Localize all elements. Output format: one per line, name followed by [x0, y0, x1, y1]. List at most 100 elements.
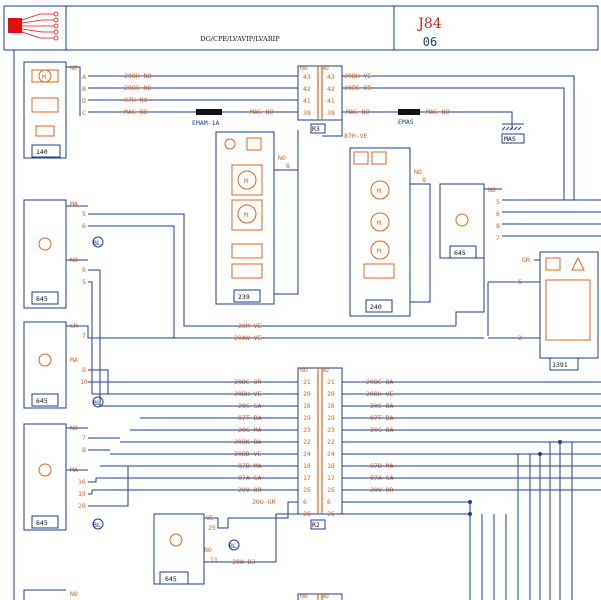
svg-text:NO: NO	[278, 154, 286, 162]
svg-text:M: M	[244, 177, 248, 185]
svg-text:18: 18	[303, 462, 311, 470]
svg-text:19: 19	[327, 414, 335, 422]
svg-text:20BH-NO: 20BH-NO	[124, 72, 151, 80]
svg-text:41: 41	[327, 97, 335, 105]
svg-text:D: D	[82, 97, 86, 105]
svg-text:20BC-NO: 20BC-NO	[124, 84, 151, 92]
reference-text: DG/CPE/LVAVIP/LVARIP	[200, 35, 280, 43]
svg-text:M: M	[377, 187, 381, 195]
component-140-label: 140	[36, 148, 48, 156]
bl-marker-1: BL	[93, 239, 101, 247]
svg-text:16: 16	[327, 402, 335, 410]
component-645-d-label: 645	[36, 519, 48, 527]
emam-1a-label: EMAM-1A	[192, 119, 219, 127]
svg-text:8: 8	[286, 162, 290, 170]
svg-text:A: A	[82, 73, 86, 81]
svg-text:M: M	[42, 73, 46, 81]
svg-text:8: 8	[422, 176, 426, 184]
svg-text:6: 6	[82, 222, 86, 230]
svg-text:7: 7	[82, 332, 86, 340]
bl-marker-2: BL	[93, 399, 101, 407]
bl-marker-4: BL	[229, 542, 237, 550]
wires-r3-right: 20BH-VE 20BC-OR MAS-NO MAS-NO EMAS MAS 8…	[322, 72, 601, 201]
connector-r-bottom: NO NO	[297, 592, 343, 600]
component-1391-label: 1391	[552, 361, 568, 369]
svg-text:B: B	[82, 85, 86, 93]
component-1391[interactable]: 1391 GR 5 2	[487, 251, 599, 371]
svg-text:NO: NO	[300, 64, 308, 72]
svg-text:8: 8	[496, 222, 500, 230]
svg-text:17: 17	[303, 474, 311, 482]
svg-text:20M-VE: 20M-VE	[238, 322, 262, 330]
svg-text:NO: NO	[70, 64, 78, 72]
svg-text:22: 22	[303, 438, 311, 446]
svg-text:NO: NO	[300, 592, 308, 600]
svg-text:MAS-NO: MAS-NO	[426, 108, 450, 116]
component-645-e-label: 645	[165, 575, 177, 583]
svg-text:NO: NO	[488, 186, 496, 194]
svg-text:5: 5	[82, 210, 86, 218]
sheet-number: 06	[423, 35, 437, 49]
svg-text:19: 19	[78, 490, 86, 498]
component-645-a[interactable]: 645 NO 5 6 8 7	[439, 183, 601, 259]
component-645-a-label: 645	[454, 249, 466, 257]
svg-text:11: 11	[210, 556, 218, 564]
svg-text:20BH-VE: 20BH-VE	[344, 72, 371, 80]
svg-text:NO: NO	[414, 168, 422, 176]
svg-text:NO: NO	[300, 366, 308, 374]
svg-text:20: 20	[78, 502, 86, 510]
svg-text:19: 19	[303, 414, 311, 422]
svg-text:25: 25	[303, 486, 311, 494]
svg-text:6: 6	[327, 498, 331, 506]
svg-text:21: 21	[303, 378, 311, 386]
svg-text:20: 20	[303, 390, 311, 398]
r2-label: R2	[312, 521, 320, 529]
component-645-f[interactable]: NO	[23, 589, 78, 600]
svg-text:26: 26	[327, 510, 335, 518]
svg-text:87H-VE: 87H-VE	[344, 132, 368, 140]
title-block: DG/CPE/LVAVIP/LVARIP J84 06	[3, 5, 599, 51]
svg-text:5: 5	[82, 278, 86, 286]
component-240-label: 240	[370, 303, 382, 311]
svg-text:5: 5	[496, 198, 500, 206]
svg-text:43: 43	[327, 73, 335, 81]
wires-20m-20aw: 20M-VE 20AW-VE	[234, 222, 485, 342]
mas-ground-label: MAS	[504, 135, 516, 143]
svg-text:MA: MA	[70, 200, 78, 208]
svg-text:23: 23	[303, 426, 311, 434]
svg-text:24: 24	[327, 450, 335, 458]
svg-text:6: 6	[303, 498, 307, 506]
svg-text:41: 41	[303, 97, 311, 105]
component-239[interactable]: M M 239 NO8	[215, 130, 299, 305]
connector-logo-icon	[8, 18, 22, 33]
svg-text:39: 39	[303, 109, 311, 117]
svg-text:NO: NO	[321, 592, 329, 600]
svg-text:39: 39	[327, 109, 335, 117]
svg-text:16: 16	[78, 478, 86, 486]
component-240[interactable]: M M M 240 NO8	[349, 147, 431, 317]
svg-text:42: 42	[303, 85, 311, 93]
wires-140-r3: 20BH-NO 20BC-NO 87H-NO MAS-NO EMAM-1A MA…	[66, 66, 298, 127]
svg-text:M: M	[244, 211, 248, 219]
svg-text:25: 25	[327, 486, 335, 494]
svg-text:6: 6	[496, 210, 500, 218]
svg-text:MAS-NO: MAS-NO	[250, 108, 274, 116]
svg-text:MAS-NO: MAS-NO	[346, 108, 370, 116]
r3-label: R3	[312, 125, 320, 133]
svg-text:21: 21	[327, 378, 335, 386]
svg-text:20BC-OR: 20BC-OR	[344, 84, 371, 92]
wires-out-r2: 20BC-BA 20BH-VE 20S-BA 87T-BA 20G-BA 87B…	[342, 378, 601, 600]
component-140[interactable]: M 140 NO AB DC	[23, 61, 86, 159]
svg-text:7: 7	[496, 234, 500, 242]
svg-text:C: C	[82, 109, 86, 117]
emas-label: EMAS	[398, 118, 414, 126]
svg-text:26: 26	[303, 510, 311, 518]
svg-text:NO: NO	[321, 366, 329, 374]
diagram-code: J84	[416, 16, 442, 32]
svg-text:22: 22	[327, 438, 335, 446]
